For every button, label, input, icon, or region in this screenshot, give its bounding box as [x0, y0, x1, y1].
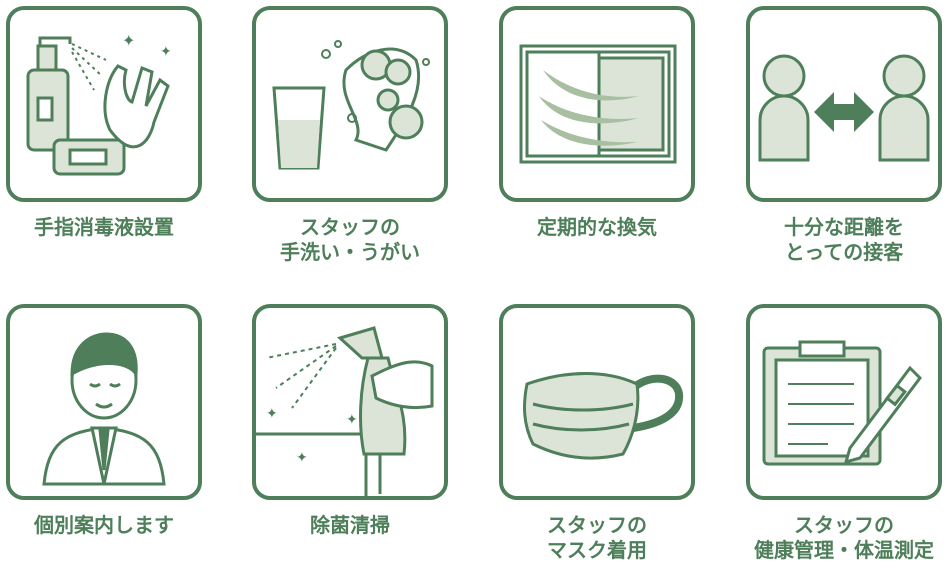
health-check-icon	[762, 340, 922, 466]
card-hand-washing	[252, 6, 448, 202]
label-hand-washing: スタッフの手洗い・うがい	[280, 215, 420, 264]
label-ventilation: 定期的な換気	[537, 215, 657, 239]
label-social-distance: 十分な距離をとっての接客	[784, 215, 904, 264]
svg-text:✦: ✦	[160, 44, 172, 60]
card-disinfect: ✦ ✦ ✦	[252, 304, 448, 500]
svg-text:✦: ✦	[122, 31, 135, 50]
label-staff-guide: 個別案内します	[34, 513, 174, 537]
svg-text:✦: ✦	[296, 450, 308, 466]
svg-text:✦: ✦	[266, 406, 278, 422]
card-ventilation	[499, 6, 695, 202]
disinfect-spray-icon: ✦ ✦ ✦	[256, 326, 434, 496]
window-ventilation-icon	[519, 44, 677, 164]
label-hand-sanitizer: 手指消毒液設置	[34, 215, 174, 239]
svg-text:✦: ✦	[346, 412, 358, 428]
card-hand-sanitizer: ✦✦	[6, 6, 202, 202]
card-health-check	[746, 304, 942, 500]
card-social-distance	[746, 6, 942, 202]
label-mask: スタッフのマスク着用	[547, 513, 647, 562]
hand-sanitizer-icon: ✦✦	[26, 31, 172, 176]
card-staff-guide	[6, 304, 202, 500]
card-mask	[499, 304, 695, 500]
label-health-check: スタッフの健康管理・体温測定	[754, 513, 934, 562]
face-mask-icon	[523, 372, 684, 460]
social-distance-icon	[758, 54, 930, 162]
hand-washing-icon	[272, 40, 430, 170]
label-disinfect: 除菌清掃	[310, 513, 390, 537]
staff-person-icon	[42, 332, 166, 486]
